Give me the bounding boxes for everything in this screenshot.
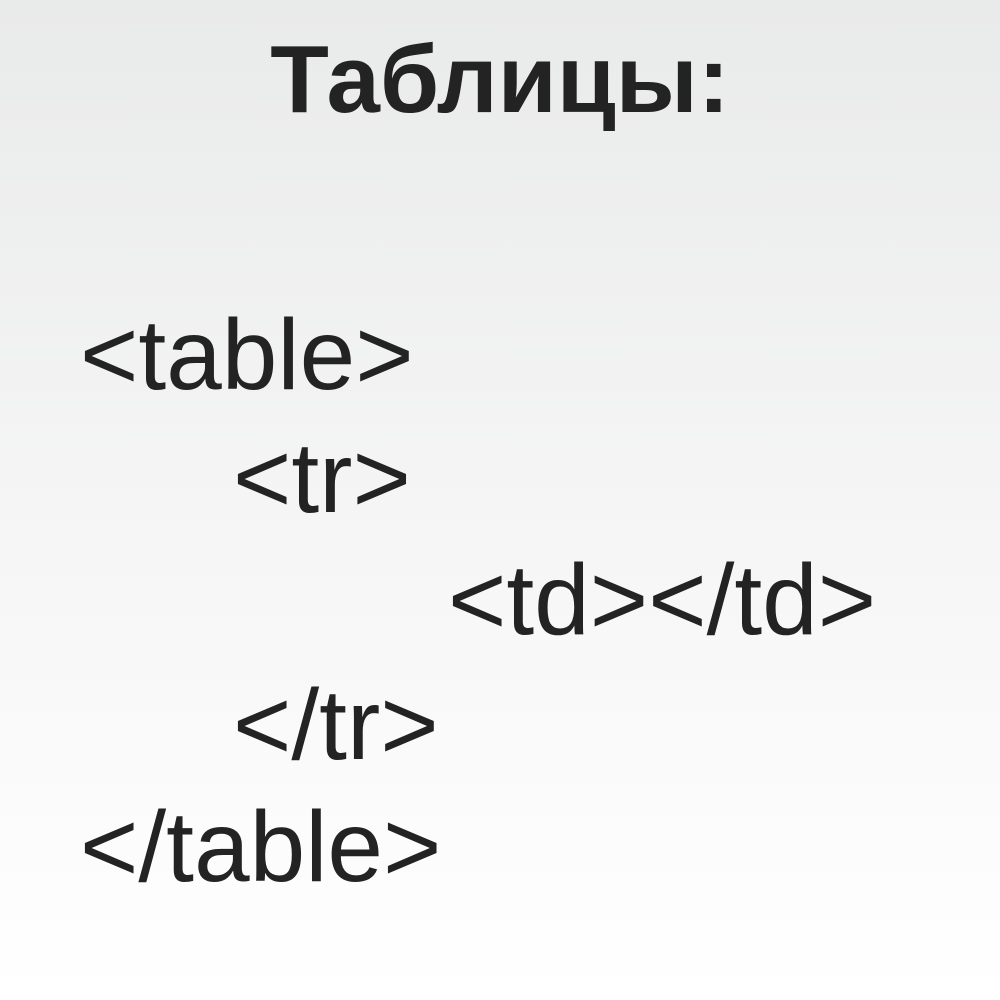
code-line-table-open: <table> [80, 299, 414, 411]
code-line-table-close: </table> [80, 791, 442, 903]
code-line-tr-close: </tr> [233, 669, 439, 781]
slide-title: Таблицы: [270, 26, 730, 133]
code-line-tr-open: <tr> [233, 422, 411, 534]
code-line-td: <td></td> [448, 544, 877, 656]
